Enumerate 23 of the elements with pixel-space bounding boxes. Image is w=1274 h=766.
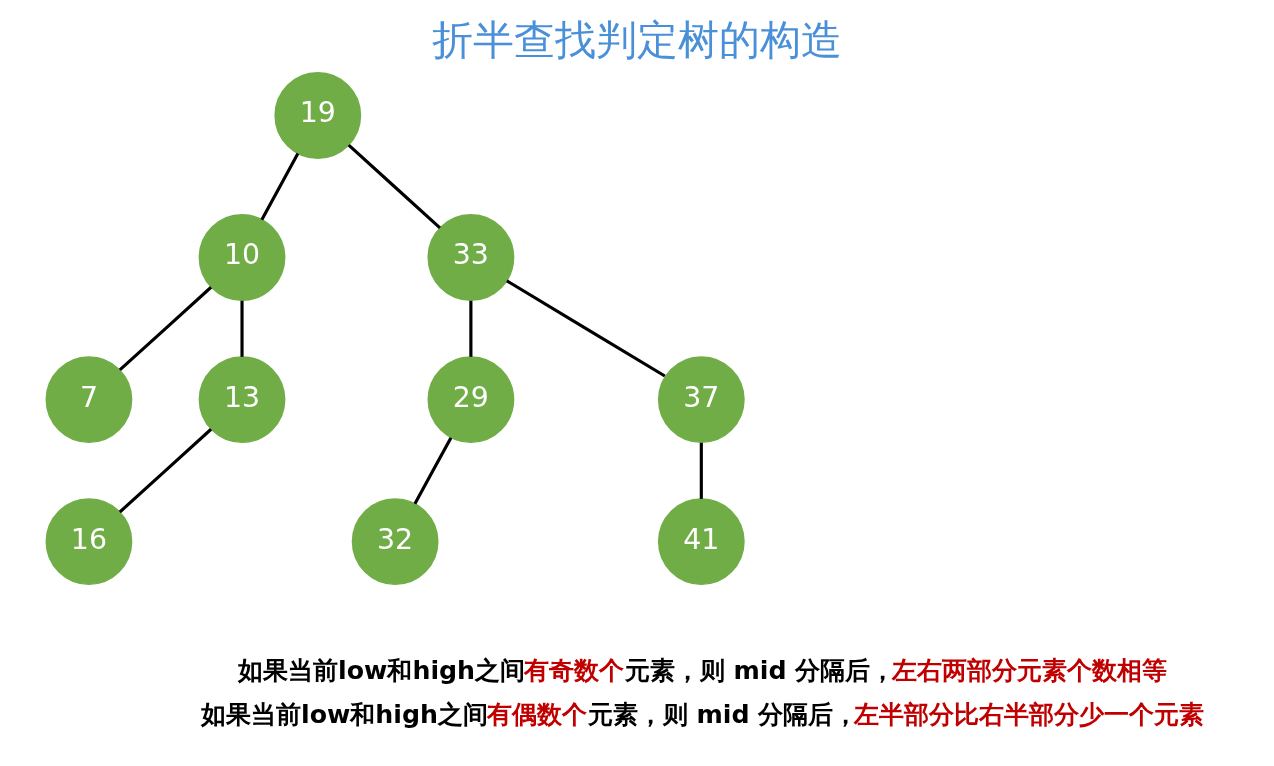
- node-circle: 7: [45, 356, 133, 443]
- connector: [260, 152, 300, 221]
- node-circle: 41: [657, 498, 745, 586]
- connector: [118, 428, 213, 514]
- node-circle: 32: [351, 498, 439, 586]
- node-circle: 16: [45, 498, 133, 586]
- node-circle: 10: [198, 214, 286, 301]
- connector: [506, 279, 666, 378]
- label: 有偶数个: [486, 699, 587, 729]
- diagram-title: 折半查找判定树的构造: [432, 15, 842, 64]
- label: 有奇数个: [523, 655, 624, 685]
- node-circle: 19: [274, 72, 362, 159]
- connector: [469, 300, 473, 357]
- connector: [347, 144, 441, 230]
- connector: [240, 300, 244, 357]
- connector: [413, 436, 453, 505]
- connector: [118, 286, 213, 372]
- node-circle: 37: [657, 356, 745, 443]
- node-circle: 13: [198, 356, 286, 443]
- node-circle: 33: [427, 214, 515, 301]
- connector: [699, 442, 703, 499]
- label: 如果当前low和high之间: [200, 699, 488, 729]
- node-circle: 29: [427, 356, 515, 443]
